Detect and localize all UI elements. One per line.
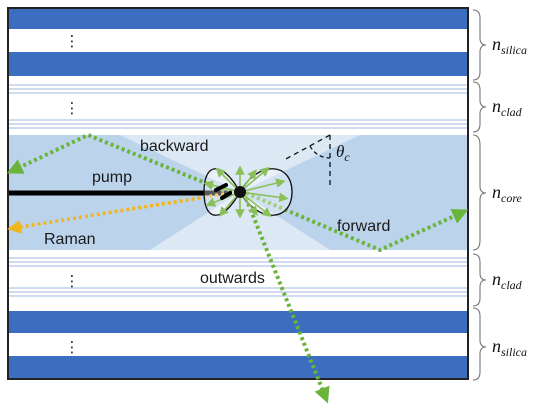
dots-clad-top: ⋮ [65,100,80,117]
dots-silica-top: ⋮ [65,33,80,50]
forward-ray [245,191,469,253]
scattering-pattern [203,165,293,219]
dots-clad-bottom: ⋮ [65,273,80,290]
label-raman: Raman [44,231,96,248]
cladding-layer-bottom [9,257,467,297]
label-n-clad-bottom: nclad [492,269,523,292]
label-n-core: ncore [492,182,523,205]
label-n-silica-bottom: nsilica [492,336,527,359]
silica-layer-top [9,9,467,76]
dots-silica-bottom: ⋮ [65,339,80,356]
silica-layer-bottom [9,311,467,378]
label-n-clad-top: nclad [492,96,523,119]
critical-angle-indicator [283,134,331,185]
cladding-layer-top [9,84,467,129]
label-critical-angle: θc [336,142,350,164]
label-outwards: outwards [200,270,265,287]
layer-braces [472,9,487,381]
label-n-silica-top: nsilica [492,34,527,57]
raman-arrow [7,191,231,234]
label-pump: pump [92,169,132,186]
label-forward: forward [337,218,390,235]
label-backward: backward [140,138,208,155]
